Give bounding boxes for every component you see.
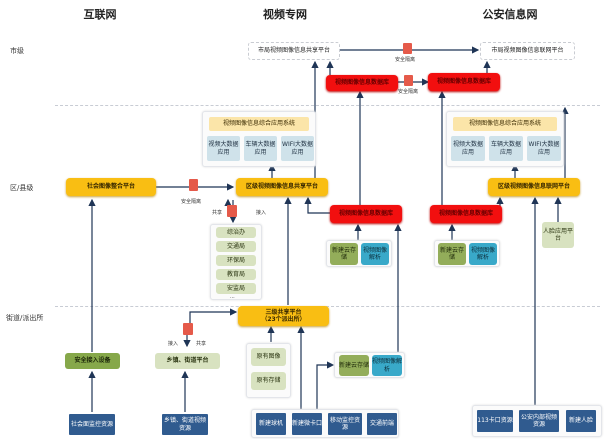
new-cloud-storage[interactable]: 新建云存储 — [330, 243, 358, 265]
dept-item[interactable]: 综治办 — [216, 227, 256, 238]
new-cloud-storage[interactable]: 新建云存储 — [339, 355, 369, 376]
level-label-district: 区/县级 — [10, 184, 34, 192]
source-new-checkpoint[interactable]: 新建微卡口 — [292, 413, 322, 435]
level-label-city: 市级 — [10, 47, 24, 55]
three-level-subtitle: （23个派出所） — [261, 316, 306, 323]
source-police-internal-video[interactable]: 公安内部视频资源 — [519, 410, 559, 432]
three-level-title: 三级共享平台 — [265, 308, 302, 316]
app-system-title: 视频图像信息综合应用系统 — [209, 117, 309, 131]
storage-panel-street: 新建云存储 视频图像解析 — [334, 352, 405, 378]
level-divider-city — [55, 105, 600, 106]
three-level-share-platform[interactable]: 三级共享平台 （23个派出所） — [238, 306, 329, 326]
social-image-platform[interactable]: 社会图像整合平台 — [66, 178, 156, 196]
firewall-label: 安全隔离 — [181, 199, 202, 205]
app-vehicle-bigdata[interactable]: 车辆大数据应用 — [489, 136, 523, 161]
storage-panel-video: 新建云存储 视频图像解析 — [326, 240, 392, 267]
source-113-checkpoint[interactable]: 113卡口资源 — [477, 410, 513, 432]
dept-item[interactable]: 环保局 — [216, 255, 256, 266]
app-video-bigdata[interactable]: 视频大数据应用 — [451, 136, 485, 161]
access-label: 接入 — [256, 210, 267, 216]
district-police-database[interactable]: 视频图像信息数据库 — [430, 205, 502, 223]
firewall-icon — [403, 43, 412, 54]
firewall-label: 安全隔离 — [395, 57, 416, 63]
video-sources-panel: 新建球机 新建微卡口 移动监控资源 交通前端 — [251, 409, 399, 438]
source-town-video[interactable]: 乡镇、街道视频资源 — [162, 414, 208, 435]
face-app-platform[interactable]: 人脸应用平台 — [542, 222, 574, 248]
app-video-bigdata[interactable]: 视频大数据应用 — [207, 136, 240, 161]
dept-item[interactable]: 安监局 — [216, 283, 256, 294]
level-label-street: 街道/派出所 — [6, 314, 44, 322]
line-town-to-three — [189, 308, 238, 330]
firewall-icon — [183, 323, 193, 335]
video-analysis[interactable]: 视频图像解析 — [372, 355, 402, 376]
app-system-panel-right: 视频图像信息综合应用系统 视频大数据应用 车辆大数据应用 WIFI大数据应用 — [446, 111, 564, 167]
dept-item[interactable]: 交通局 — [216, 241, 256, 252]
city-share-platform[interactable]: 市局视频图像信息共享平台 — [248, 42, 340, 60]
firewall-label: 安全隔离 — [398, 89, 419, 95]
source-new-face[interactable]: 新建人脸 — [566, 410, 596, 432]
app-system-panel-left: 视频图像信息综合应用系统 视频大数据应用 车辆大数据应用 WIFI大数据应用 — [202, 111, 316, 167]
video-analysis[interactable]: 视频图像解析 — [469, 243, 497, 265]
city-video-database[interactable]: 视频图像信息数据库 — [326, 75, 398, 91]
dept-ellipsis: ... — [230, 294, 235, 300]
existing-images[interactable]: 原有图像 — [251, 348, 286, 366]
existing-storage[interactable]: 原有存储 — [251, 372, 286, 390]
app-wifi-bigdata[interactable]: WIFI大数据应用 — [281, 136, 314, 161]
firewall-icon — [227, 205, 237, 217]
city-police-database[interactable]: 视频图像信息数据库 — [428, 73, 500, 91]
district-share-platform[interactable]: 区级视频图像信息共享平台 — [236, 178, 328, 196]
district-link-platform[interactable]: 区级视频图像信息联网平台 — [488, 178, 580, 196]
video-analysis[interactable]: 视频图像解析 — [361, 243, 389, 265]
share-label: 共享 — [212, 210, 223, 216]
city-link-platform[interactable]: 市局视频图像信息联网平台 — [480, 42, 575, 60]
column-title-internet: 互联网 — [83, 8, 117, 21]
department-panel: 综治办 交通局 环保局 教育局 安监局 ... — [210, 224, 262, 300]
access-label: 接入 — [168, 341, 179, 347]
source-mobile-monitoring[interactable]: 移动监控资源 — [328, 413, 362, 435]
column-title-video-private: 视频专网 — [263, 8, 307, 21]
share-label: 共享 — [196, 341, 207, 347]
source-social-monitoring[interactable]: 社会面监控资源 — [69, 414, 115, 435]
app-system-title: 视频图像信息综合应用系统 — [453, 117, 557, 131]
storage-panel-police: 新建云存储 视频图像解析 — [434, 240, 500, 267]
new-cloud-storage[interactable]: 新建云存储 — [438, 243, 466, 265]
firewall-icon — [404, 75, 413, 86]
app-wifi-bigdata[interactable]: WIFI大数据应用 — [527, 136, 561, 161]
line-db-to-share — [304, 196, 333, 214]
line-sources-to-storage — [316, 361, 335, 410]
town-street-platform[interactable]: 乡镇、街道平台 — [155, 353, 220, 369]
source-new-dome-camera[interactable]: 新建球机 — [256, 413, 286, 435]
secure-access-device[interactable]: 安全接入设备 — [65, 353, 120, 369]
firewall-icon — [189, 179, 198, 191]
dept-item[interactable]: 教育局 — [216, 269, 256, 280]
existing-resources-panel: 原有图像 原有存储 — [246, 343, 291, 398]
police-sources-panel: 113卡口资源 公安内部视频资源 新建人脸 — [472, 405, 602, 437]
column-title-public-security: 公安信息网 — [482, 8, 538, 21]
district-video-database[interactable]: 视频图像信息数据库 — [330, 205, 402, 223]
source-traffic-frontend[interactable]: 交通前端 — [367, 413, 397, 435]
app-vehicle-bigdata[interactable]: 车辆大数据应用 — [244, 136, 277, 161]
